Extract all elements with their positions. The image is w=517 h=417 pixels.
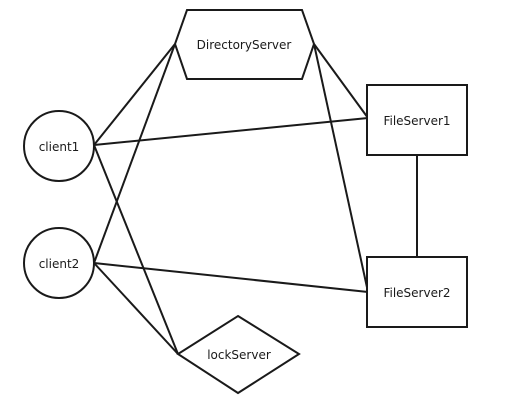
file-server1-label: FileServer1 (383, 114, 450, 128)
client2-label: client2 (39, 257, 80, 271)
client2-circle (23, 227, 95, 299)
client1-circle (23, 110, 95, 182)
lock-server-diamond (176, 314, 301, 395)
node-file-server2[interactable]: FileServer2 (366, 256, 468, 328)
node-directory-server[interactable]: DirectoryServer (173, 9, 316, 80)
edge-client2-file-server2 (93, 262, 369, 293)
node-file-server1[interactable]: FileServer1 (366, 84, 468, 156)
lock-server-label: lockServer (207, 348, 271, 362)
edge-directory-server-file-server1 (313, 43, 369, 119)
file-server2-label: FileServer2 (383, 286, 450, 300)
client1-label: client1 (39, 140, 80, 154)
edge-client2-directory-server (93, 43, 176, 264)
edge-directory-server-file-server2 (313, 43, 369, 293)
edges (93, 43, 418, 355)
edge-client1-lock-server (93, 144, 179, 355)
node-client2[interactable]: client2 (23, 227, 95, 299)
directory-server-label: DirectoryServer (197, 38, 292, 52)
edge-client2-lock-server (93, 262, 179, 355)
edge-client1-directory-server (93, 43, 176, 146)
directory-server-hexagon (173, 9, 316, 80)
node-client1[interactable]: client1 (23, 110, 95, 182)
file-server1-rect (366, 84, 468, 156)
edge-client1-file-server1 (93, 117, 369, 146)
file-server2-rect (366, 256, 468, 328)
node-lock-server[interactable]: lockServer (176, 314, 301, 395)
